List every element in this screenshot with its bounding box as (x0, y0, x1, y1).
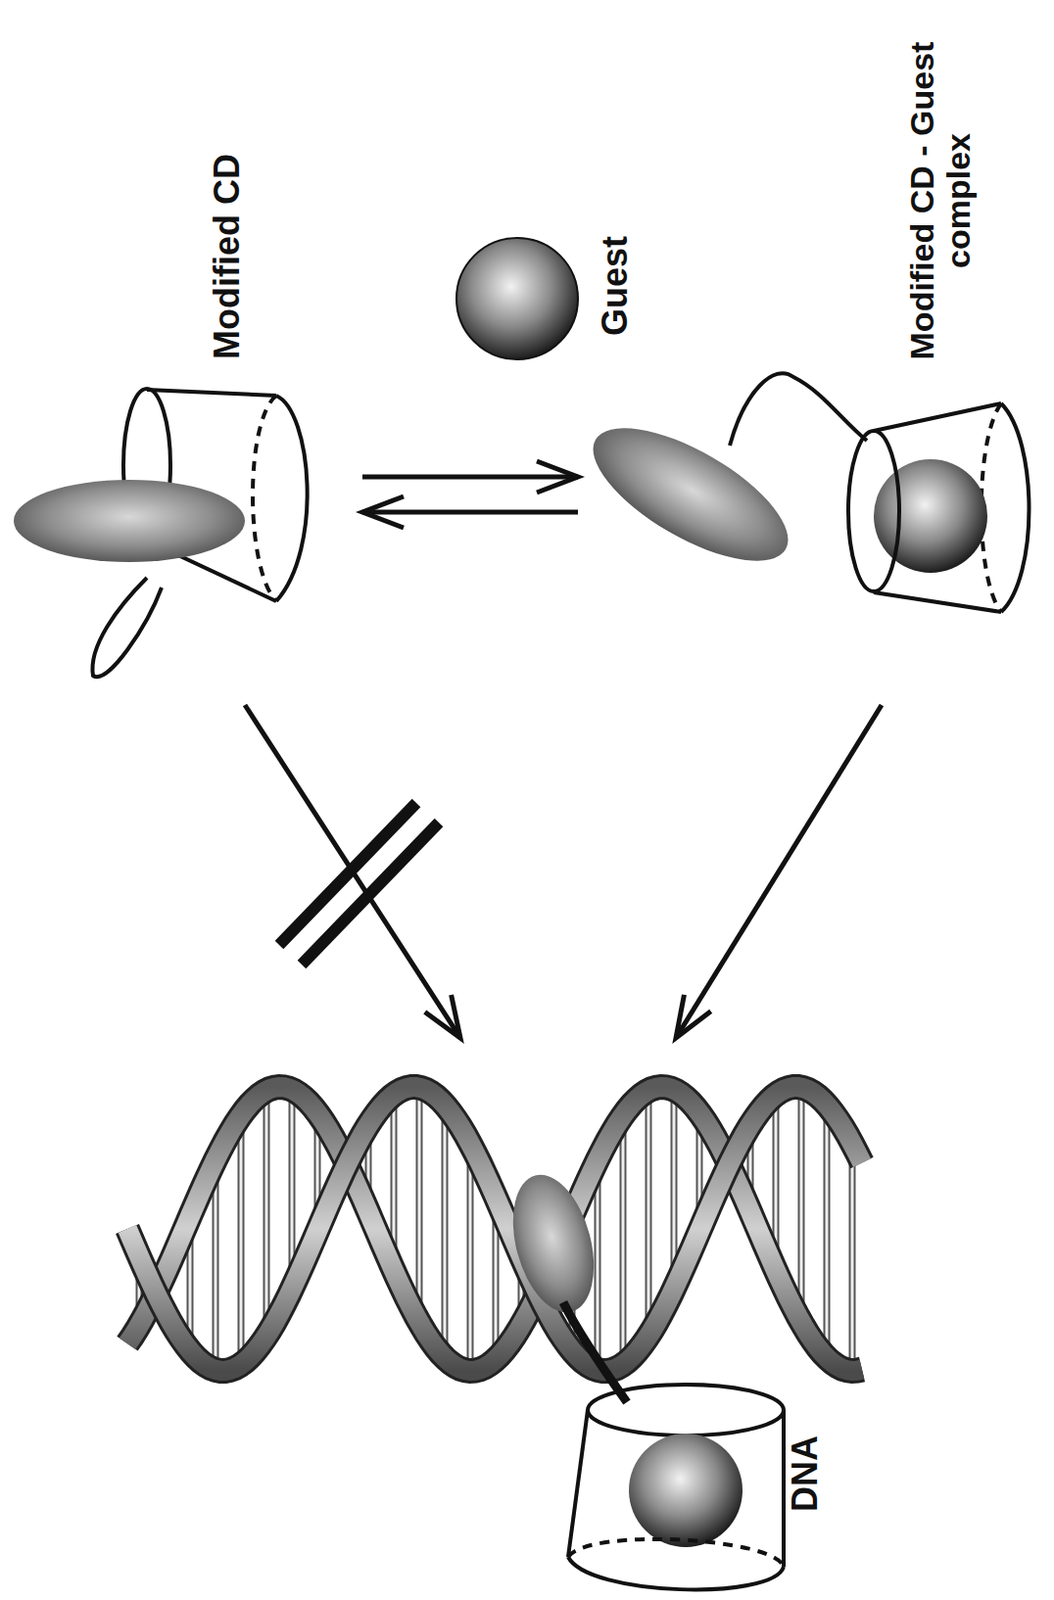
strand-outline (127, 1087, 863, 1372)
base-pair (800, 1088, 804, 1324)
base-pair (418, 1088, 422, 1324)
modified-cd-node: Modified CD (0, 137, 334, 706)
arrowhead (362, 496, 404, 528)
base-pair (265, 1091, 269, 1338)
base-pair (825, 1104, 829, 1358)
connector (244, 705, 461, 1039)
base-pair (645, 1091, 653, 1338)
strand (127, 1087, 863, 1372)
guest-node: Guest (445, 220, 647, 368)
equilibrium-arrow (362, 475, 578, 480)
base-pair (467, 1144, 475, 1372)
base-pair (469, 1144, 473, 1372)
modified-cd-figure (13, 388, 308, 677)
base-pair (851, 1144, 855, 1372)
base-pair (238, 1115, 245, 1366)
connector (362, 461, 578, 528)
figure-label: Modified CD - Guest complex (904, 19, 978, 383)
figure-label: DNA (785, 1436, 825, 1513)
figure-label: Guest (595, 236, 635, 336)
bound-cd-figure (499, 1166, 784, 1591)
base-pair (443, 1104, 447, 1358)
dna-helix (127, 1087, 863, 1372)
figure-label: Modified CD (207, 153, 247, 360)
base-pair (263, 1091, 271, 1338)
equilibrium-arrow (362, 510, 578, 516)
base-pair (622, 1115, 625, 1366)
base-pair (849, 1144, 857, 1372)
connector (675, 705, 882, 1039)
base-pair (620, 1115, 627, 1366)
dna-node: DNA (117, 1038, 872, 1592)
base-pair (441, 1104, 449, 1358)
complex-node: Modified CD - Guest complex (651, 29, 1034, 706)
base-pair (823, 1104, 831, 1358)
base-pair (798, 1088, 806, 1324)
arrowhead (675, 995, 712, 1039)
complex-figure (574, 373, 1029, 613)
strand (127, 1087, 863, 1372)
arrow-line (244, 705, 461, 1039)
guest-sphere (456, 238, 578, 360)
arrow-line (675, 705, 882, 1039)
base-pair (239, 1115, 243, 1366)
strand-outline (127, 1087, 863, 1372)
arrowhead (536, 461, 578, 493)
base-pair (416, 1088, 424, 1324)
arrowhead (425, 995, 461, 1039)
base-pair (647, 1091, 651, 1338)
